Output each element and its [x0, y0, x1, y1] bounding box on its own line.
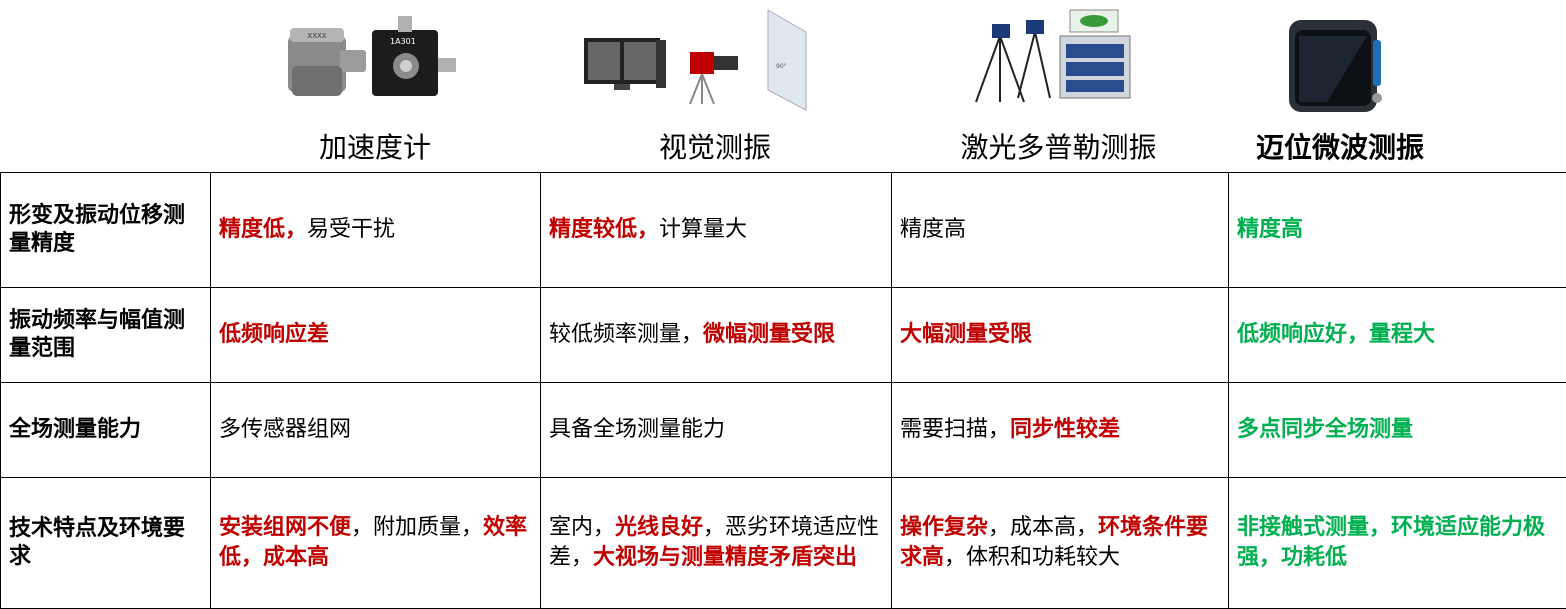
cell-text-segment: 低频响应差 — [219, 322, 330, 347]
table-cell: 非接触式测量，环境适应能力极强，功耗低 — [1228, 477, 1566, 609]
table-cell: 较低频率测量，微幅测量受限 — [540, 287, 892, 383]
vision-image: 90° — [540, 6, 890, 114]
col-head-laser: 激光多普勒测振 — [890, 0, 1227, 172]
comparison-table-body: 形变及振动位移测量精度 精度低，易受干扰 精度较低，计算量大 精度高 精度高 振… — [0, 172, 1566, 609]
table-row: 形变及振动位移测量精度 精度低，易受干扰 精度较低，计算量大 精度高 精度高 — [0, 172, 1566, 288]
table-row: 全场测量能力 多传感器组网 具备全场测量能力 需要扫描，同步性较差 多点同步全场… — [0, 382, 1566, 478]
cell-text-segment: 低频响应好，量程大 — [1237, 322, 1436, 347]
column-title: 迈位微波测振 — [1255, 131, 1424, 164]
cell-text-segment: 操作复杂 — [900, 515, 989, 540]
row-header: 振动频率与幅值测量范围 — [0, 287, 211, 383]
cell-text-segment: ，恶劣环境适应性差， — [549, 515, 880, 570]
cell-text-segment: 精度较低， — [549, 217, 660, 242]
cell-text-segment: 大幅测量受限 — [900, 322, 1033, 347]
table-cell: 多点同步全场测量 — [1228, 382, 1566, 478]
table-cell: 低频响应好，量程大 — [1228, 287, 1566, 383]
accelerometer-image: XXXX 1A301 — [210, 6, 540, 114]
row-header: 全场测量能力 — [0, 382, 211, 478]
row-header: 技术特点及环境要求 — [0, 477, 211, 609]
table-cell: 操作复杂，成本高，环境条件要求高，体积和功耗较大 — [891, 477, 1229, 609]
col-head-accelerometer: XXXX 1A301 加速度计 — [210, 0, 540, 172]
cell-text-segment: 大视场与测量精度矛盾突出 — [593, 545, 858, 570]
col-head-vision: 90° 视觉测振 — [540, 0, 890, 172]
table-cell: 精度高 — [891, 172, 1229, 288]
header-row: XXXX 1A301 加速度计 — [0, 0, 1566, 172]
cell-text-segment: 易受干扰 — [307, 217, 396, 242]
cell-text-segment: 光线良好 — [615, 515, 704, 540]
accelerometer-icon: XXXX 1A301 — [288, 16, 456, 96]
cell-text-segment: 微幅测量受限 — [703, 322, 836, 347]
cell-text-segment: 多传感器组网 — [219, 417, 352, 442]
table-cell: 低频响应差 — [210, 287, 541, 383]
camera-angle-label: 90° — [776, 63, 787, 70]
table-cell: 精度高 — [1228, 172, 1566, 288]
cell-text-segment: ，体积和功耗较大 — [944, 545, 1121, 570]
cell-text-segment: 多点同步全场测量 — [1237, 417, 1414, 442]
cell-text-segment: 精度低， — [219, 217, 308, 242]
cell-text-segment: 计算量大 — [659, 217, 748, 242]
table-cell: 安装组网不便，附加质量，效率低，成本高 — [210, 477, 541, 609]
comparison-table: 形变及振动位移测量精度 精度低，易受干扰 精度较低，计算量大 精度高 精度高 振… — [0, 172, 1566, 609]
cell-text-segment: 精度高 — [1237, 217, 1304, 242]
table-cell: 大幅测量受限 — [891, 287, 1229, 383]
cell-text-segment: 较低频率测量， — [549, 322, 704, 347]
laser-image — [890, 6, 1227, 114]
laser-vibrometer-icon — [975, 9, 1131, 103]
microwave-device-icon — [1289, 20, 1382, 112]
cell-text-segment: 需要扫描， — [900, 417, 1011, 442]
table-row: 振动频率与幅值测量范围 低频响应差 较低频率测量，微幅测量受限 大幅测量受限 低… — [0, 287, 1566, 383]
cell-text-segment: 效率低，成本高 — [219, 515, 528, 570]
cell-text-segment: ，成本高， — [988, 515, 1099, 540]
column-title: 加速度计 — [318, 131, 431, 164]
cell-text-segment: ，附加质量， — [351, 515, 484, 540]
cell-text-segment: 安装组网不便 — [219, 515, 352, 540]
row-header: 形变及振动位移测量精度 — [0, 172, 211, 288]
table-cell: 室内，光线良好，恶劣环境适应性差，大视场与测量精度矛盾突出 — [540, 477, 892, 609]
table-row: 技术特点及环境要求 安装组网不便，附加质量，效率低，成本高 室内，光线良好，恶劣… — [0, 477, 1566, 609]
cell-text-segment: 环境条件要求高 — [900, 515, 1209, 570]
column-title: 激光多普勒测振 — [960, 131, 1157, 164]
camera-setup-icon: 90° — [584, 9, 807, 111]
cell-text-segment: 室内， — [549, 515, 616, 540]
sensor2-label: 1A301 — [390, 37, 416, 46]
col-head-microwave: 迈位微波测振 — [1227, 0, 1453, 172]
table-cell: 精度较低，计算量大 — [540, 172, 892, 288]
sensor1-label: XXXX — [307, 32, 326, 40]
cell-text-segment: 同步性较差 — [1010, 417, 1121, 442]
table-cell: 精度低，易受干扰 — [210, 172, 541, 288]
cell-text-segment: 精度高 — [900, 217, 967, 242]
microwave-image — [1227, 6, 1453, 114]
table-cell: 需要扫描，同步性较差 — [891, 382, 1229, 478]
column-title: 视觉测振 — [658, 131, 771, 164]
table-cell: 多传感器组网 — [210, 382, 541, 478]
cell-text-segment: 非接触式测量，环境适应能力极强，功耗低 — [1237, 515, 1546, 570]
cell-text-segment: 具备全场测量能力 — [549, 417, 726, 442]
table-cell: 具备全场测量能力 — [540, 382, 892, 478]
